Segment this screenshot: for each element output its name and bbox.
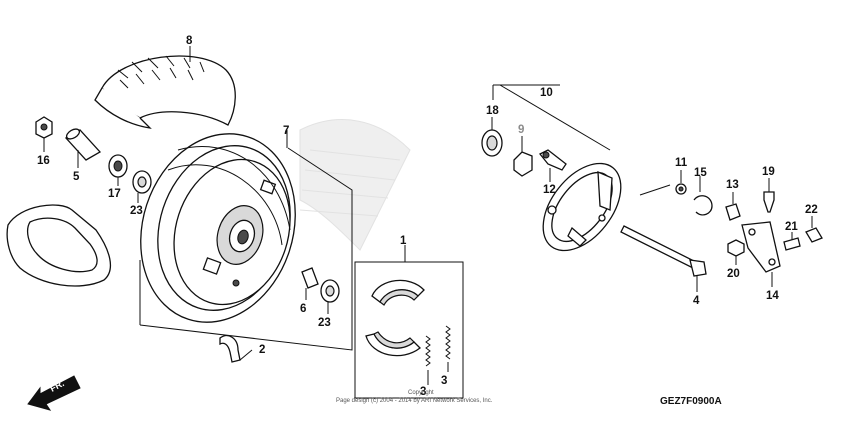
watermark-wing	[299, 119, 411, 251]
seal-23-right	[320, 279, 340, 303]
callout-9: 9	[518, 124, 524, 136]
callout-4: 4	[693, 295, 700, 307]
callout-23-right: 23	[318, 317, 331, 329]
callout-22: 22	[805, 204, 818, 216]
callout-labels: 1 2 3 3 4 5 6 7 8 9 10 11 12 13 14 15 16…	[37, 35, 818, 398]
front-arrow-icon: FR.	[27, 375, 81, 411]
callout-11: 11	[675, 157, 688, 169]
callout-3b: 3	[441, 375, 447, 387]
wheel-group	[6, 46, 353, 363]
copyright-line-1: Copyright	[408, 390, 434, 396]
tire-lower	[6, 204, 112, 287]
callout-20: 20	[727, 268, 740, 280]
spacer-5	[64, 128, 102, 161]
callout-13: 13	[726, 179, 739, 191]
bearing-17	[108, 154, 128, 178]
wheel-rim	[140, 133, 296, 323]
brake-panel-group	[481, 84, 823, 292]
callout-1: 1	[400, 235, 407, 247]
callout-23-left: 23	[130, 205, 143, 217]
callout-16: 16	[37, 155, 50, 167]
seal-23-left	[132, 170, 152, 194]
callout-21: 21	[785, 221, 798, 233]
callout-3a: 3	[420, 386, 426, 398]
callout-8: 8	[186, 35, 193, 47]
callout-17: 17	[108, 188, 121, 200]
callout-14: 14	[766, 290, 779, 302]
callout-6: 6	[300, 303, 306, 315]
callout-15: 15	[694, 167, 707, 179]
callout-18: 18	[486, 105, 499, 117]
callout-5: 5	[73, 171, 80, 183]
callout-19: 19	[762, 166, 775, 178]
axle-collar-16	[35, 116, 53, 139]
copyright-line-2: Page design (c) 2004 - 2014 by ARI Netwo…	[336, 398, 493, 404]
tire-upper	[94, 55, 236, 129]
callout-10: 10	[540, 87, 553, 99]
diagram-code: GEZ7F0900A	[660, 396, 722, 407]
brake-shoe-group	[354, 245, 464, 399]
bolt-6	[301, 267, 319, 289]
callout-7: 7	[283, 125, 289, 137]
callout-2: 2	[259, 344, 265, 356]
valve-2	[219, 335, 241, 363]
callout-12: 12	[543, 184, 556, 196]
